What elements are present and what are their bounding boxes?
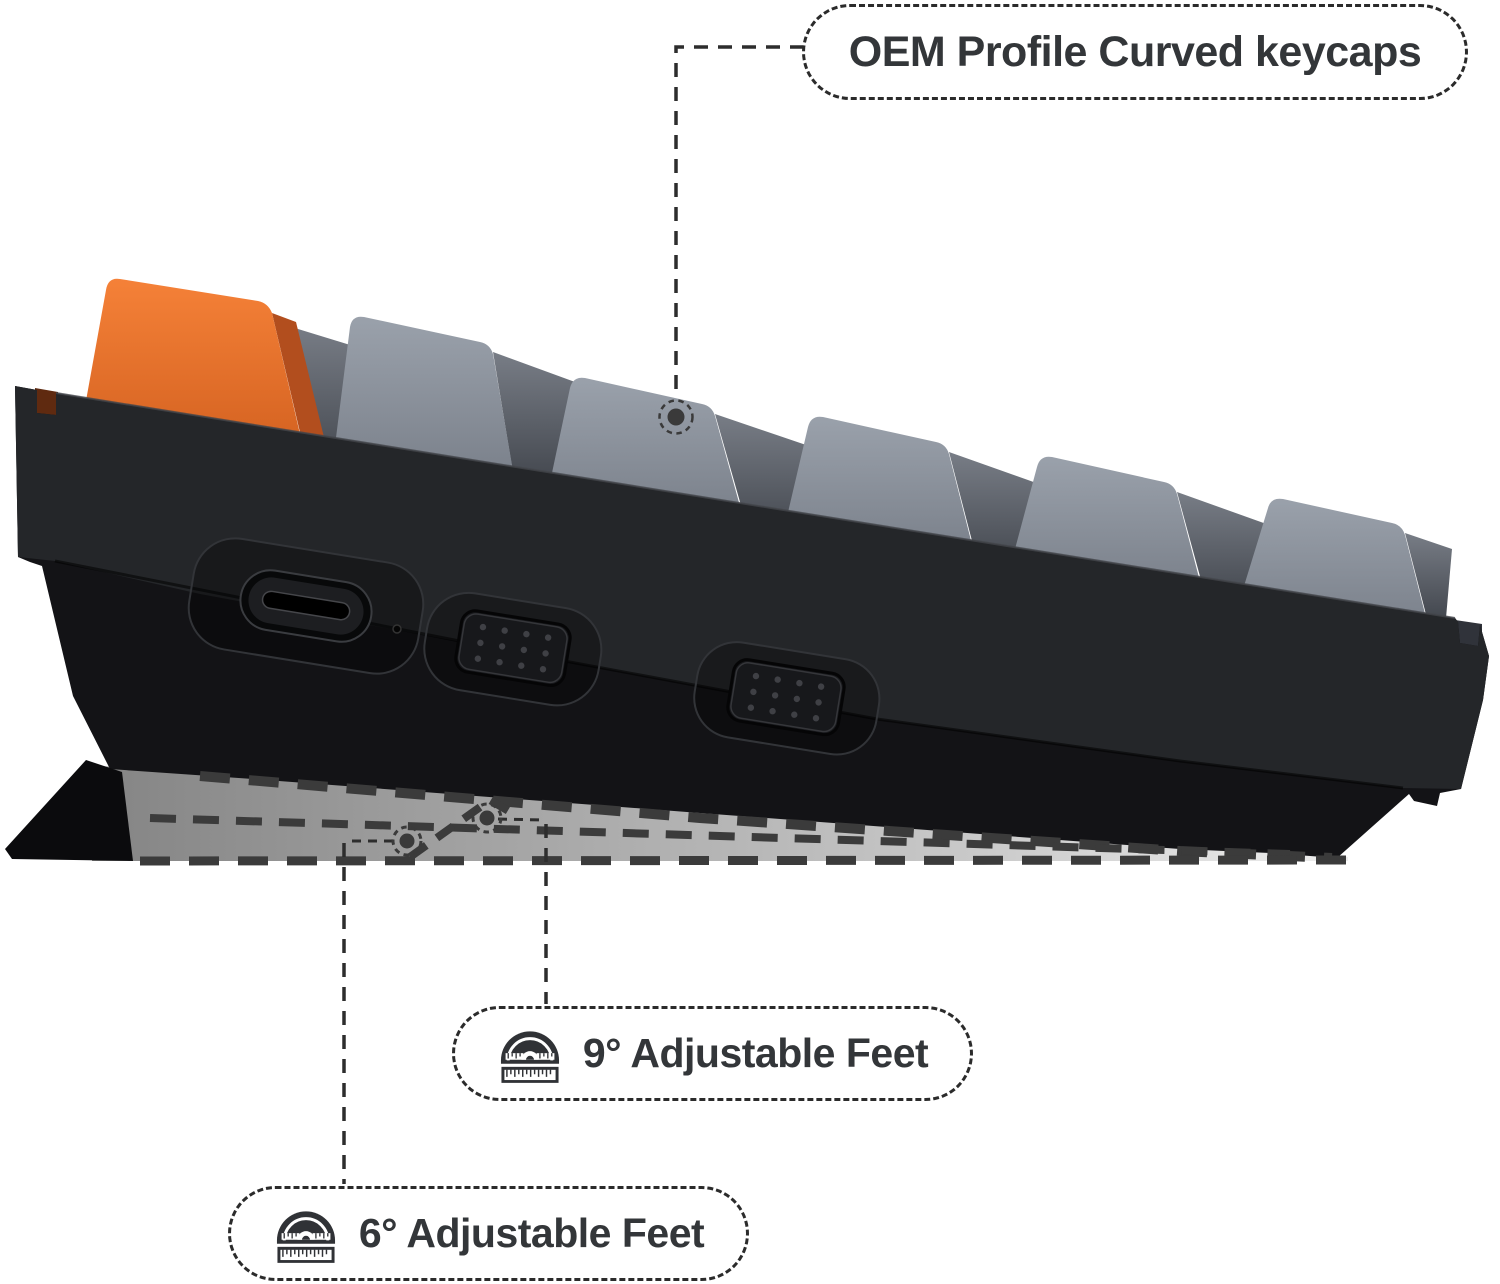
toggle-switch-2 xyxy=(693,641,881,756)
marker-ring-keycap xyxy=(658,399,694,435)
ghost-foot-edge-dash xyxy=(407,795,515,861)
marker-ring-foot-6 xyxy=(391,825,423,857)
callout-oem-label: OEM Profile Curved keycaps xyxy=(848,27,1422,76)
marker-ring-foot-9 xyxy=(471,802,503,834)
case-notch-left xyxy=(35,388,58,417)
feature-markers xyxy=(391,399,694,857)
callout-6-adjustable-feet: 6° Adjustable Feet xyxy=(228,1186,749,1281)
case-top-frame xyxy=(15,386,1489,789)
protractor-icon xyxy=(273,1202,339,1263)
usb-c-slot xyxy=(261,590,351,621)
callout-oem-keycaps: OEM Profile Curved keycaps xyxy=(802,4,1468,100)
toggle-switch-1 xyxy=(423,591,603,707)
protractor-icon xyxy=(497,1022,563,1083)
callout-9-adjustable-feet: 9° Adjustable Feet xyxy=(452,1006,973,1101)
ghost-dash-flat xyxy=(139,855,1353,866)
callout-9-label: 9° Adjustable Feet xyxy=(582,1030,929,1076)
marker-dot-foot-9 xyxy=(479,810,495,826)
kickstand-foot xyxy=(5,760,133,861)
keycap-orange-side xyxy=(272,313,330,462)
marker-dot-keycap xyxy=(667,408,685,426)
marker-dot-foot-6 xyxy=(399,833,415,849)
case-notch-right xyxy=(1455,620,1482,648)
usb-c-recess xyxy=(187,537,425,675)
status-led-hole xyxy=(392,624,402,634)
dot-link-9 xyxy=(497,817,545,822)
case-top-edge-highlight xyxy=(55,392,1456,619)
callout-6-label: 6° Adjustable Feet xyxy=(358,1210,705,1256)
ghost-dash-9deg xyxy=(199,771,1333,863)
ghost-dash-6deg xyxy=(149,814,1291,858)
connector-keycap xyxy=(674,45,804,398)
